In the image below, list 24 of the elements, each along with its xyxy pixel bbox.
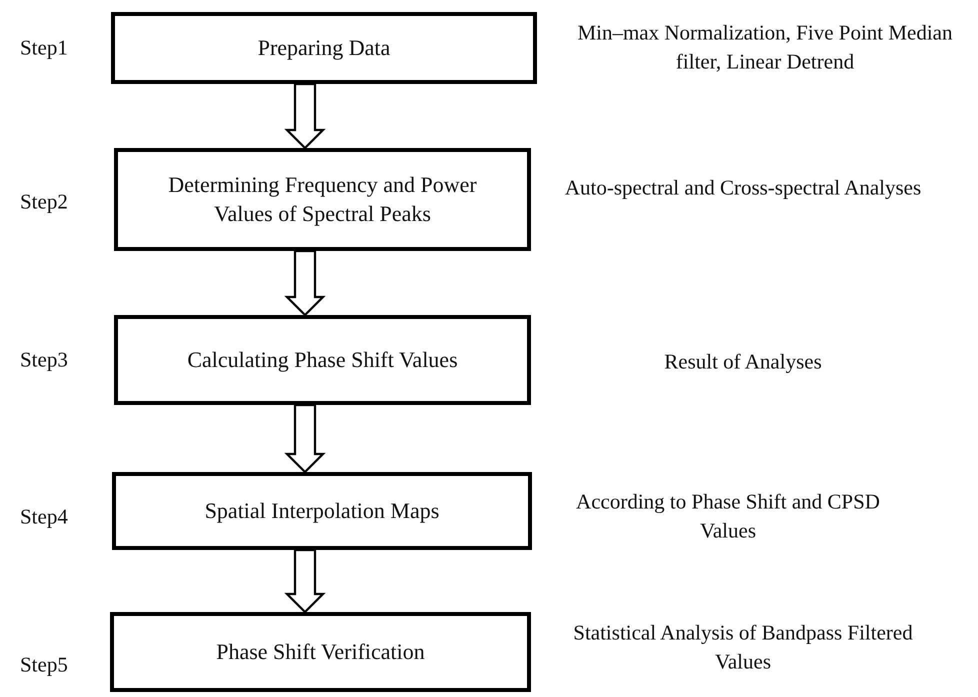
process-box — [110, 612, 531, 692]
block-arrow — [284, 82, 326, 150]
step-description: Auto-spectral and Cross-spectral Analyses — [564, 174, 922, 202]
step-label: Step2 — [20, 190, 68, 214]
block-arrow — [284, 548, 326, 614]
step-title: Determining Frequency and Power Values of Spectral Peaks — [167, 170, 478, 228]
step-label: Step5 — [20, 652, 68, 678]
block-arrow — [284, 404, 326, 474]
step-title: Calculating Phase Shift Values — [187, 346, 458, 374]
step-title: Preparing Data — [258, 34, 390, 62]
step-description: Statistical Analysis of Bandpass Filtered Values — [572, 620, 914, 676]
block-arrow — [284, 250, 326, 317]
step-title: Phase Shift Verification — [216, 638, 425, 666]
step-description: According to Phase Shift and CPSD Values — [575, 488, 881, 545]
process-box — [114, 315, 531, 405]
step-label: Step4 — [20, 504, 68, 530]
step-description: Min–max Normalization, Five Point Median filter, Linear Detrend — [576, 20, 954, 76]
step-description: Result of Analyses — [663, 348, 823, 376]
process-box — [114, 148, 531, 251]
step-title: Spatial Interpolation Maps — [204, 496, 440, 525]
process-box — [112, 472, 532, 550]
step-label: Step3 — [20, 348, 68, 372]
step-label: Step1 — [20, 36, 68, 60]
process-box — [111, 12, 537, 84]
